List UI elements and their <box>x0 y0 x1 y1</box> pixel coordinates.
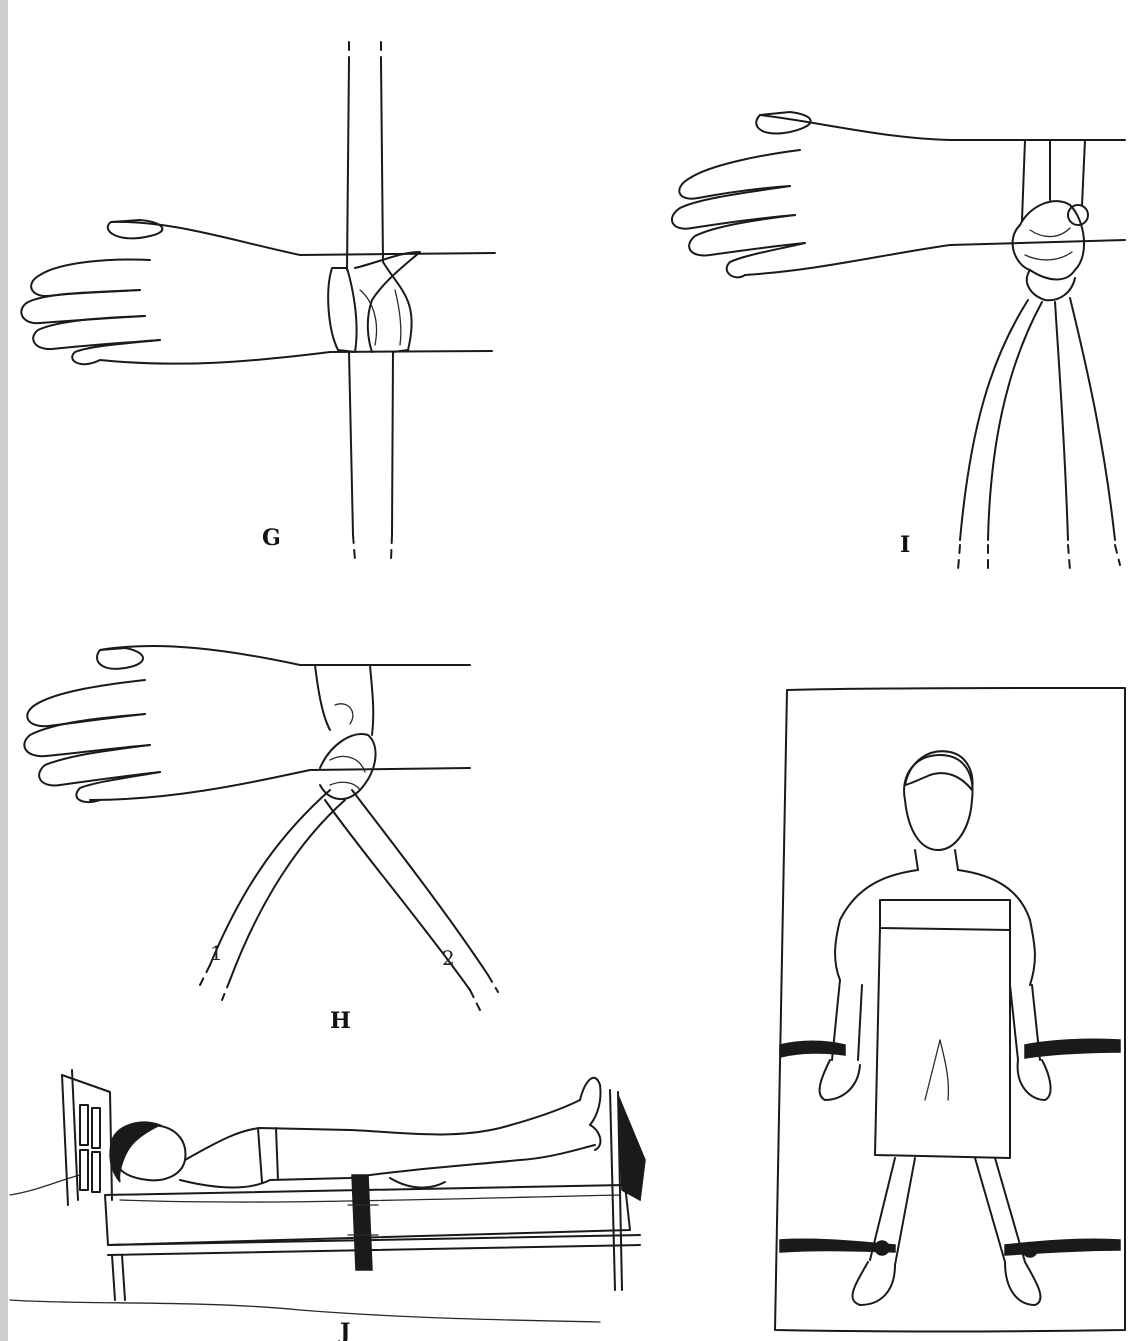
panel-g-label: G <box>262 525 281 551</box>
standing-restraint-scene <box>775 688 1125 1332</box>
panel-g <box>21 42 495 560</box>
bed-restraint-scene <box>10 1070 645 1322</box>
strap-1-label: 1 <box>210 941 223 965</box>
panel-h-label: H <box>330 1008 351 1034</box>
panel-h <box>24 646 498 1010</box>
panel-i-label: I <box>900 532 910 558</box>
page-edge-shadow <box>0 0 8 1341</box>
strap-2-label: 2 <box>442 946 455 970</box>
panel-j-label: J <box>338 1319 350 1341</box>
panel-i <box>672 112 1125 570</box>
